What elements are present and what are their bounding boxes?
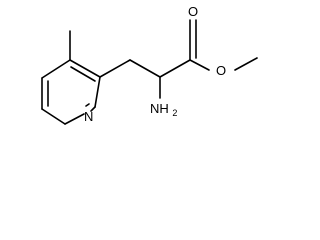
amino-label: NH bbox=[150, 101, 169, 116]
ring-bond-n-c2 bbox=[90, 106, 96, 112]
ring-bond-c3-c4 bbox=[69, 59, 101, 78]
ester-bond-c-o bbox=[189, 59, 210, 71]
carbonyl-oxygen-label: O bbox=[188, 4, 198, 19]
amino-subscript: 2 bbox=[172, 108, 177, 118]
chain-bond-c2-ch2 bbox=[99, 59, 131, 78]
chain-bond-ch2-ca bbox=[129, 59, 161, 78]
ring-bond-c7-n bbox=[64, 113, 85, 125]
ring-bond-c2-c3 bbox=[94, 76, 101, 108]
chemical-structure-diagram: N NH 2 O O bbox=[0, 0, 285, 134]
ring-bond-c3-c4-inner bbox=[70, 66, 96, 82]
amino-group-label: NH 2 bbox=[150, 101, 177, 118]
ring-bond-c4-c5 bbox=[41, 59, 71, 79]
molecule-structure: N NH 2 O O bbox=[41, 4, 258, 125]
ester-bond-o-methyl bbox=[234, 57, 258, 71]
chain-bond-ca-carbonyl bbox=[159, 59, 191, 78]
ester-oxygen-label: O bbox=[216, 63, 226, 78]
ring-bond-c6-c7 bbox=[41, 108, 66, 125]
ring-nitrogen-label: N bbox=[84, 109, 93, 124]
ring-bond-n-c2-inner bbox=[85, 103, 90, 107]
